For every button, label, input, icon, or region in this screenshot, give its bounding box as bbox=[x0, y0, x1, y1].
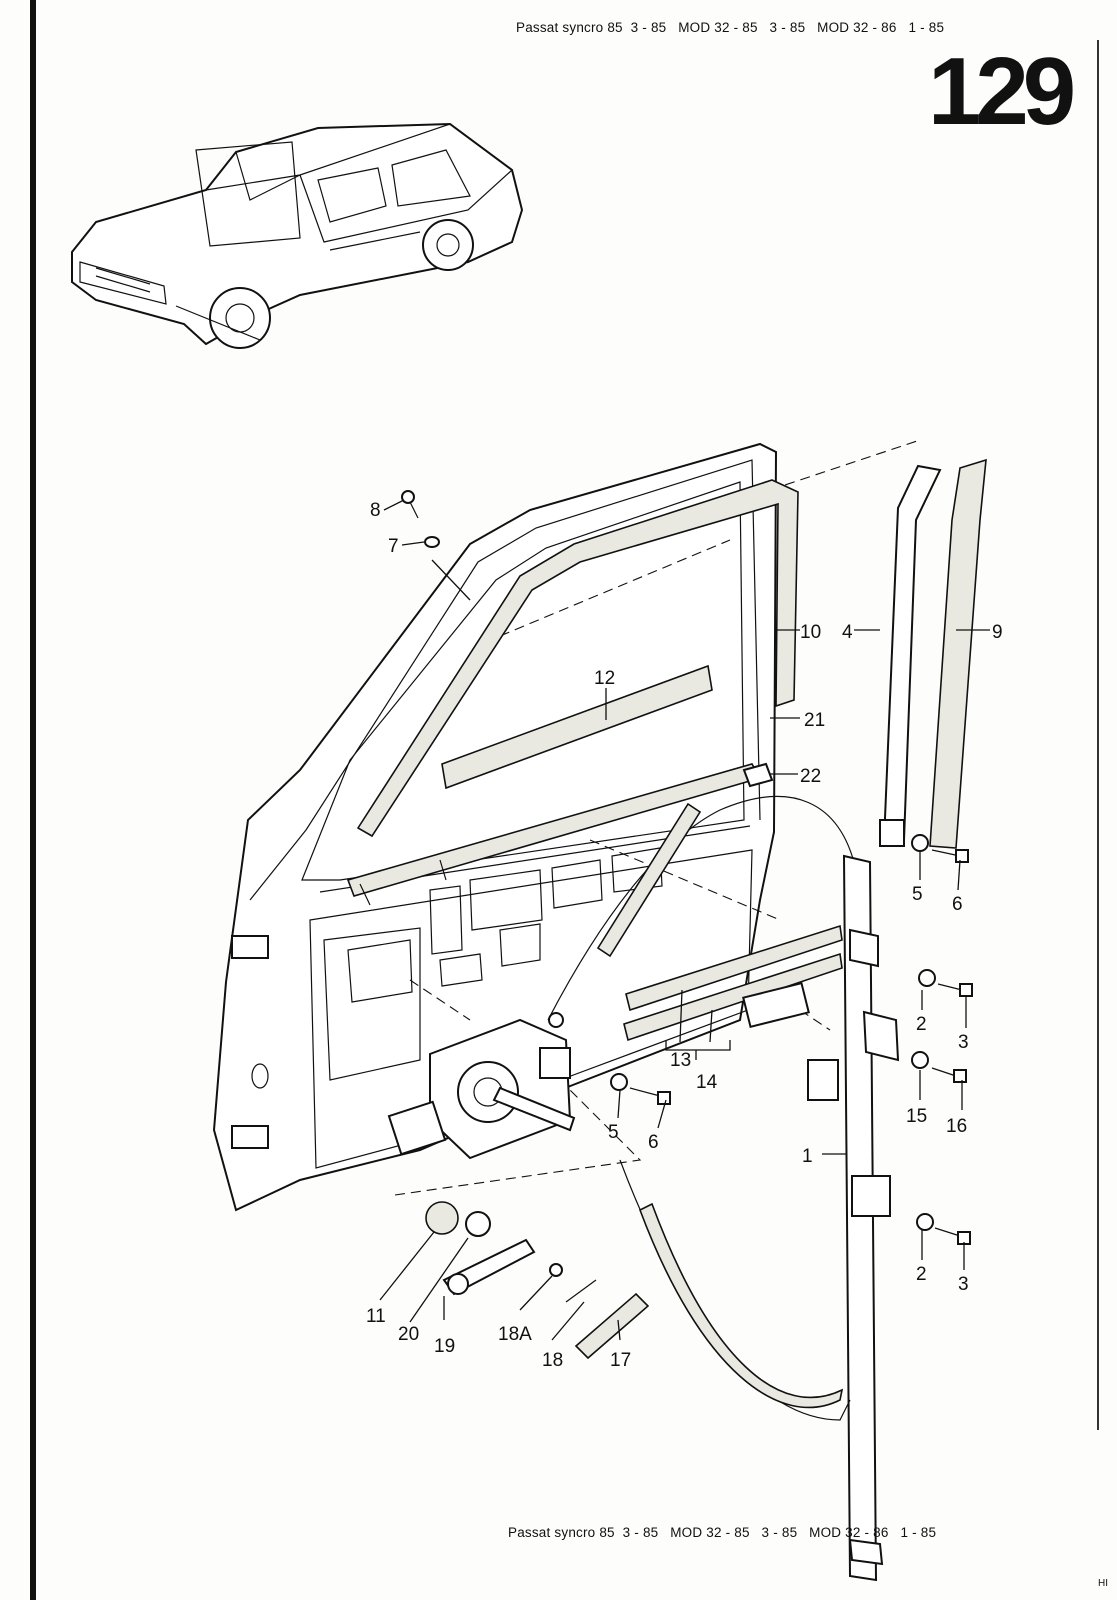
callout-1: 1 bbox=[802, 1146, 813, 1167]
header-model-line: Passat syncro 85 3 - 85 MOD 32 - 85 3 - … bbox=[516, 20, 945, 35]
callout-15: 15 bbox=[906, 1106, 927, 1127]
handle-knob-17 bbox=[549, 1263, 650, 1360]
washer-2-upper bbox=[918, 969, 973, 997]
washer-5-lower bbox=[610, 1073, 671, 1105]
callout-12: 12 bbox=[594, 668, 615, 689]
callout-2-lower: 2 bbox=[916, 1264, 927, 1285]
footer-model-line: Passat syncro 85 3 - 85 MOD 32 - 85 3 - … bbox=[508, 1525, 937, 1540]
callout-6-upper: 6 bbox=[952, 894, 963, 915]
page-number: 129 bbox=[928, 38, 1076, 145]
guide-rail-4 bbox=[879, 464, 942, 847]
callout-4: 4 bbox=[842, 622, 853, 643]
callout-22: 22 bbox=[800, 766, 821, 787]
clip-22 bbox=[742, 762, 774, 788]
callout-leader-lines bbox=[379, 499, 990, 1341]
callout-8: 8 bbox=[370, 500, 381, 521]
callout-16: 16 bbox=[946, 1116, 967, 1137]
callout-3-upper: 3 bbox=[958, 1032, 969, 1053]
window-seal-10 bbox=[356, 479, 799, 838]
page-binding-rule bbox=[30, 0, 36, 1600]
screw-8 bbox=[401, 490, 419, 519]
callout-labels: 8 7 10 4 9 12 21 22 5 6 2 3 13 14 15 16 … bbox=[366, 500, 1003, 1371]
callout-5-upper: 5 bbox=[912, 884, 923, 905]
window-regulator-icon bbox=[387, 796, 900, 1582]
callout-20: 20 bbox=[398, 1324, 419, 1345]
callout-2-upper: 2 bbox=[916, 1014, 927, 1035]
callout-21: 21 bbox=[804, 710, 825, 731]
page-edge-rule bbox=[1097, 40, 1099, 1430]
callout-7: 7 bbox=[388, 536, 399, 557]
car-illustration-icon bbox=[71, 122, 524, 349]
callout-3-lower: 3 bbox=[958, 1274, 969, 1295]
corner-code: HI bbox=[1098, 1578, 1108, 1589]
washer-5-upper bbox=[911, 834, 969, 863]
door-frame-icon bbox=[212, 439, 921, 1212]
washer-7 bbox=[424, 536, 440, 548]
callout-19: 19 bbox=[434, 1336, 455, 1357]
callout-6-lower: 6 bbox=[648, 1132, 659, 1153]
callout-13: 13 bbox=[670, 1050, 691, 1071]
callout-14: 14 bbox=[696, 1072, 718, 1093]
callout-17: 17 bbox=[610, 1350, 631, 1371]
bearing-11 bbox=[425, 1201, 491, 1237]
callout-10: 10 bbox=[800, 622, 821, 643]
callout-9: 9 bbox=[992, 622, 1003, 643]
seal-strip-9 bbox=[929, 458, 987, 849]
crank-handle-19 bbox=[442, 1238, 536, 1296]
nut-15 bbox=[911, 1051, 967, 1083]
washer-2-lower bbox=[916, 1213, 971, 1245]
callout-11: 11 bbox=[366, 1306, 386, 1327]
callout-18: 18 bbox=[542, 1350, 563, 1371]
callout-18a: 18A bbox=[498, 1324, 532, 1345]
window-seal-12 bbox=[441, 664, 713, 790]
callout-5-lower: 5 bbox=[608, 1122, 619, 1143]
